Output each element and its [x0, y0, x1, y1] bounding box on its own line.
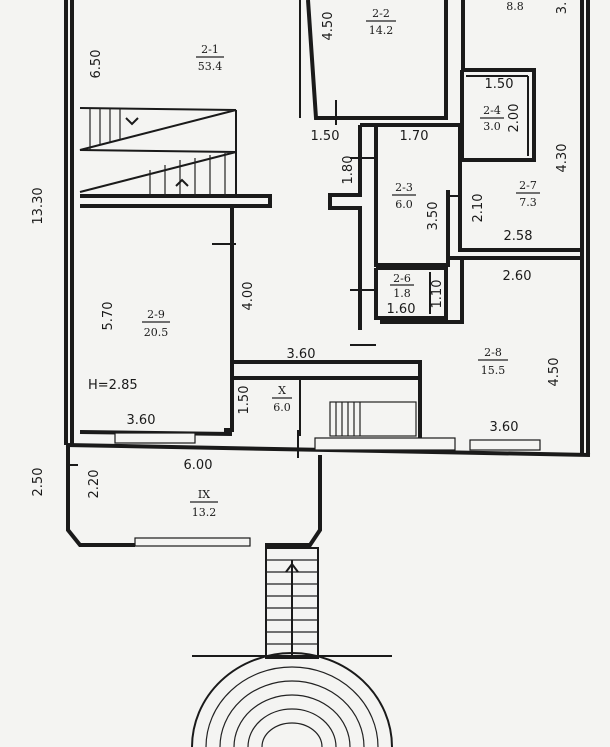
room-top-right-area: 8.8 [506, 0, 524, 13]
dim-3-60-right: 3.60 [490, 420, 519, 435]
room-2-6-id: 2-6 [393, 272, 411, 285]
interior-walls [79, 68, 582, 440]
room-2-1-area: 53.4 [198, 60, 223, 73]
porch-steps [191, 652, 393, 747]
room-2-7-id: 2-7 [519, 179, 537, 192]
dim-3-50: 3.50 [426, 202, 441, 231]
room-2-1-id: 2-1 [201, 43, 219, 56]
dim-3-60-left: 3.60 [127, 413, 156, 428]
room-2-2-id: 2-2 [372, 7, 390, 20]
ceiling-height: H=2.85 [88, 378, 138, 393]
dim-6-00: 6.00 [184, 458, 213, 473]
dim-1-50-b: 1.50 [485, 77, 514, 92]
dim-13-30: 13.30 [31, 187, 46, 224]
room-2-9-area: 20.5 [144, 326, 169, 339]
dim-1-50-x: 1.50 [237, 386, 252, 415]
dim-2-00: 2.00 [507, 104, 522, 133]
dim-3-60-x: 3.60 [287, 347, 316, 362]
room-ix-area: 13.2 [192, 506, 217, 519]
room-2-7-area: 7.3 [519, 196, 537, 209]
dim-2-60: 2.60 [503, 269, 532, 284]
dim-6-50: 6.50 [89, 50, 104, 79]
dim-4-50-top: 4.50 [321, 12, 336, 41]
stair-treads-x [335, 402, 361, 436]
dim-2-58: 2.58 [504, 229, 533, 244]
exterior-stairs [265, 547, 319, 659]
room-2-6-area: 1.8 [393, 287, 411, 300]
room-x-id: X [278, 384, 286, 397]
dim-1-80: 1.80 [341, 156, 356, 185]
dim-1-50-a: 1.50 [311, 129, 340, 144]
dim-1-60: 1.60 [387, 302, 416, 317]
room-2-8-id: 2-8 [484, 346, 502, 359]
dim-5-70: 5.70 [101, 302, 116, 331]
room-2-4-id: 2-4 [483, 104, 501, 117]
dim-4-30: 4.30 [555, 144, 570, 173]
windows [114, 432, 541, 451]
room-labels: 2-1 53.4 2-2 14.2 2-3 6.0 2-4 3.0 2-6 1.… [142, 0, 540, 519]
vestibule-ix [66, 445, 322, 547]
room-2-8-area: 15.5 [481, 364, 506, 377]
main-staircase [79, 107, 237, 196]
room-2-9-id: 2-9 [147, 308, 165, 321]
dim-2-10: 2.10 [471, 194, 486, 223]
dim-1-10: 1.10 [430, 280, 445, 309]
room-2-2-area: 14.2 [369, 24, 394, 37]
room-2-3-area: 6.0 [395, 198, 413, 211]
room-2-4-area: 3.0 [483, 120, 501, 133]
room-2-3-id: 2-3 [395, 181, 413, 194]
door-markers [212, 100, 462, 458]
dim-2-20: 2.20 [87, 470, 102, 499]
dim-2-50: 2.50 [31, 468, 46, 497]
dim-4-50-right: 4.50 [547, 358, 562, 387]
room-ix-id: IX [198, 488, 210, 501]
room-x-area: 6.0 [273, 401, 291, 414]
dim-3-partial: 3. [555, 2, 570, 14]
dim-1-70: 1.70 [400, 129, 429, 144]
dim-4-00: 4.00 [241, 282, 256, 311]
dimension-labels: 6.50 13.30 4.50 1.50 1.70 1.50 2.00 4.30… [31, 2, 570, 499]
